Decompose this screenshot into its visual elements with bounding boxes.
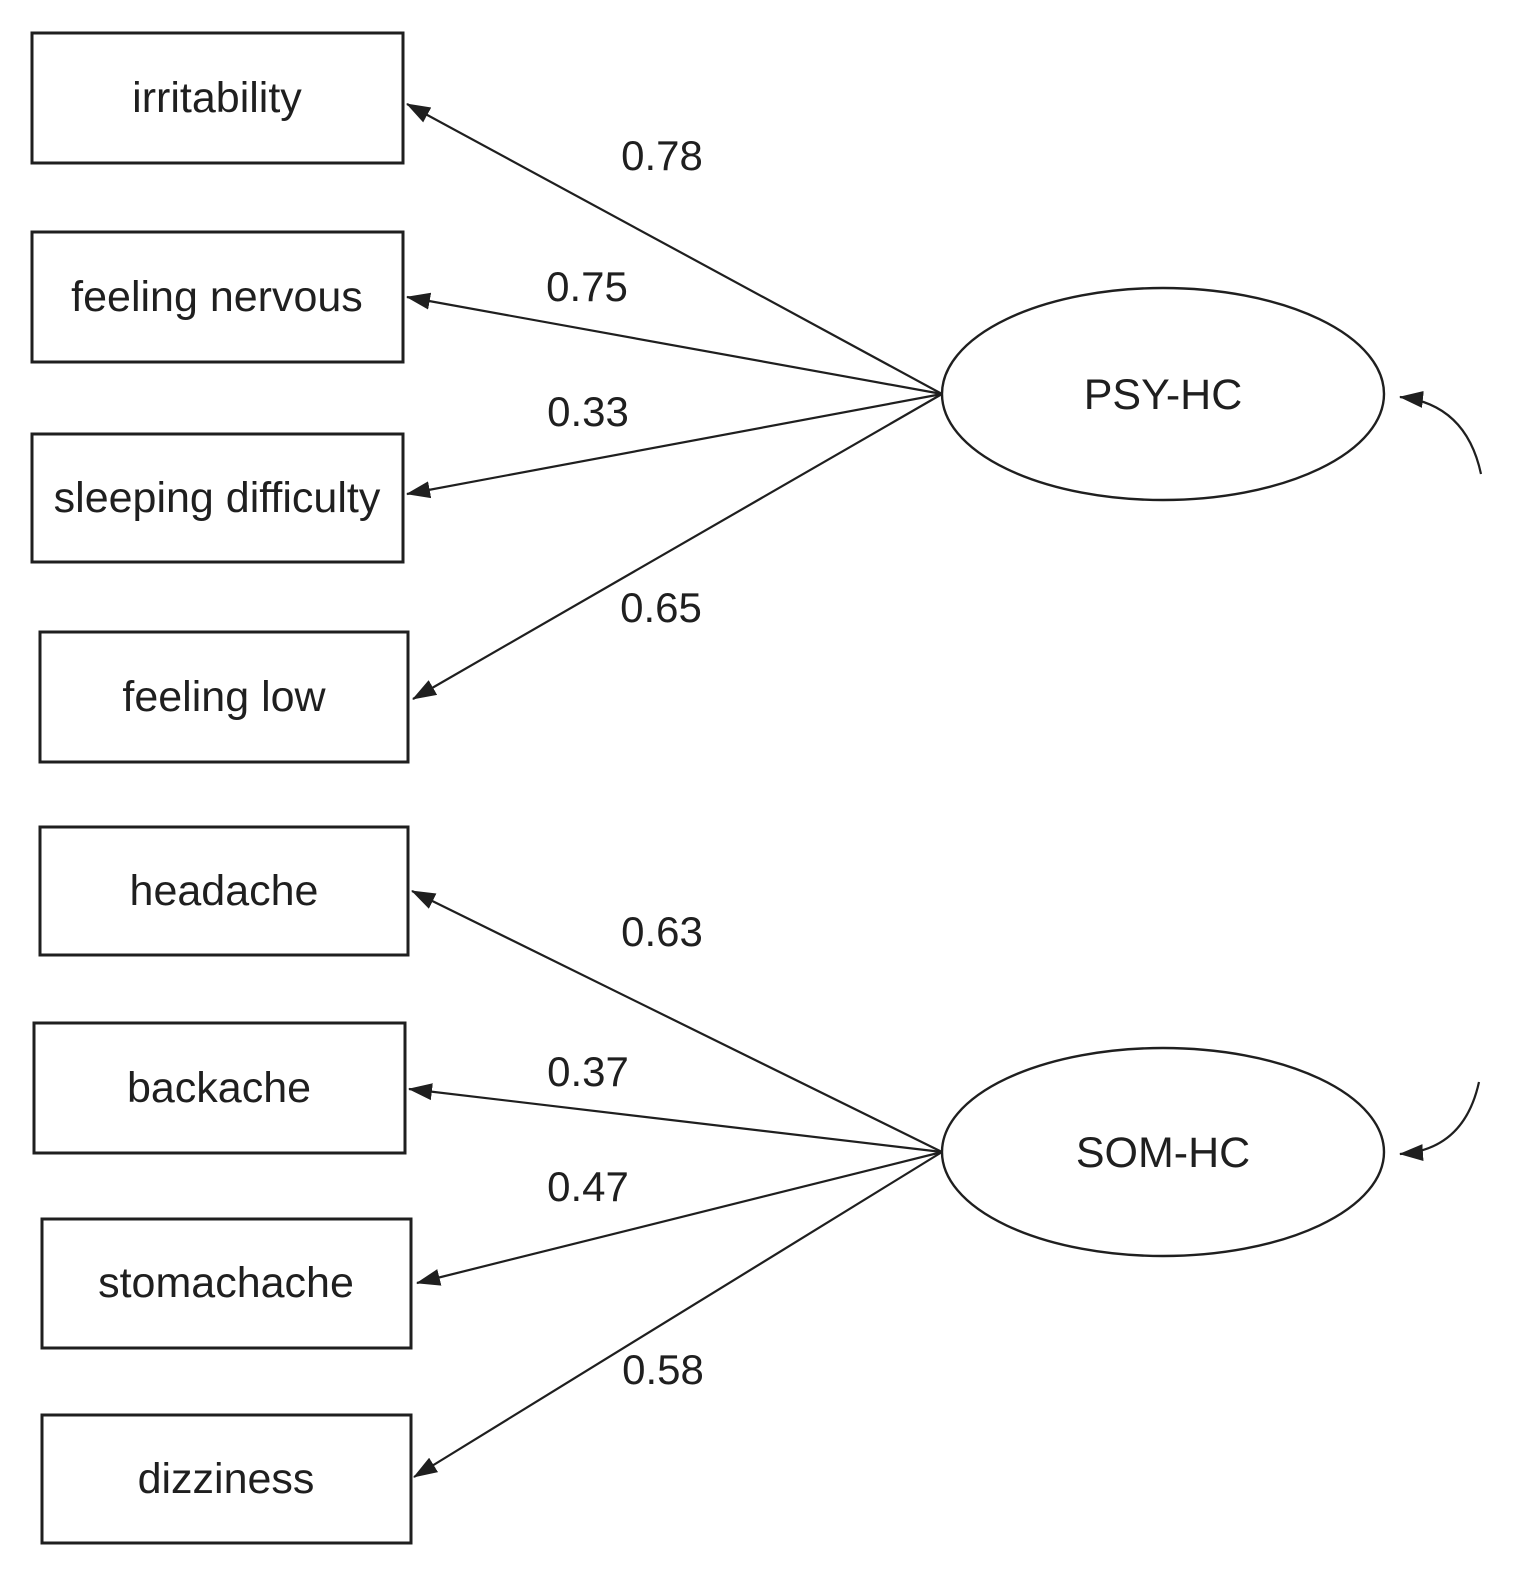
indicator-label: feeling nervous: [71, 273, 363, 321]
loading-arrow-headache: [411, 890, 943, 1153]
indicator-rect: [40, 1217, 413, 1350]
loading-label-feeling-low: 0.65: [620, 584, 702, 631]
latent-factor-psy-hc: PSY-HC: [940, 286, 1386, 502]
loading-arrow-sleeping-difficulty: [406, 392, 943, 499]
indicator-label: stomachache: [98, 1259, 354, 1307]
loading-label-stomachache: 0.47: [547, 1163, 629, 1210]
loading-arrow-feeling-low: [412, 393, 943, 700]
indicator-box-stomachache: stomachache: [40, 1217, 413, 1350]
residual-arrow-psy-hc: [1399, 390, 1483, 475]
indicator-box-irritability: irritability: [30, 31, 405, 165]
indicator-label: dizziness: [138, 1455, 315, 1503]
latent-label: SOM-HC: [1076, 1129, 1250, 1177]
indicator-box-dizziness: dizziness: [40, 1413, 413, 1545]
indicator-rect: [40, 1413, 413, 1545]
indicator-rect: [30, 230, 405, 364]
loading-arrow-backache: [408, 1083, 943, 1154]
indicator-box-feeling-low: feeling low: [38, 630, 410, 764]
loading-label-dizziness: 0.58: [622, 1346, 704, 1393]
latent-ellipse: [940, 1046, 1386, 1258]
indicator-box-sleeping-difficulty: sleeping difficulty: [30, 432, 405, 564]
indicator-rect: [30, 31, 405, 165]
indicator-box-headache: headache: [38, 825, 410, 957]
loading-arrow-stomachache: [416, 1150, 943, 1286]
indicator-label: irritability: [132, 74, 302, 122]
loading-arrow-irritability: [406, 103, 943, 395]
loading-label-sleeping-difficulty: 0.33: [547, 388, 629, 435]
indicator-box-feeling-nervous: feeling nervous: [30, 230, 405, 364]
indicator-label: backache: [127, 1064, 311, 1112]
latent-factor-som-hc: SOM-HC: [940, 1046, 1386, 1258]
indicator-label: headache: [130, 867, 319, 915]
latent-ellipse: [940, 286, 1386, 502]
indicator-rect: [32, 1021, 407, 1155]
loading-arrow-feeling-nervous: [406, 292, 943, 396]
loading-label-feeling-nervous: 0.75: [546, 263, 628, 310]
indicator-label: sleeping difficulty: [54, 474, 381, 522]
indicator-rect: [38, 630, 410, 764]
indicator-label: feeling low: [122, 673, 326, 721]
latent-label: PSY-HC: [1084, 371, 1243, 419]
indicator-rect: [30, 432, 405, 564]
residual-arrow-som-hc: [1399, 1081, 1481, 1162]
loading-label-backache: 0.37: [547, 1048, 629, 1095]
loading-arrow-dizziness: [413, 1151, 943, 1478]
indicator-rect: [38, 825, 410, 957]
loading-label-irritability: 0.78: [621, 132, 703, 179]
loading-label-headache: 0.63: [621, 908, 703, 955]
indicator-box-backache: backache: [32, 1021, 407, 1155]
